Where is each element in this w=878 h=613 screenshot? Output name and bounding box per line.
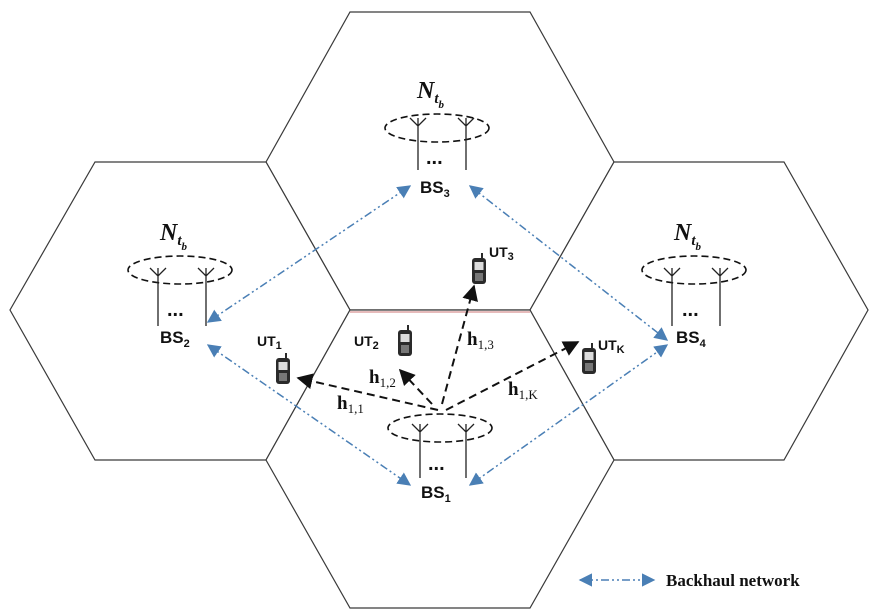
antenna-icon	[409, 117, 427, 170]
channel-label-h12: h1,2	[369, 367, 396, 390]
antenna-count-label: Ntb	[673, 220, 702, 253]
bs4-label: BS4	[676, 328, 707, 350]
backhaul-links	[206, 185, 669, 486]
user-terminal-ut2: UT2	[354, 325, 412, 356]
phone-icon	[582, 343, 596, 374]
legend: Backhaul network	[578, 571, 800, 590]
phone-icon	[472, 253, 486, 284]
antenna-dots: ...	[428, 453, 445, 475]
base-station-bs3: ... BS3	[384, 113, 490, 200]
antenna-dots: ...	[167, 299, 184, 321]
antenna-icon	[197, 267, 215, 326]
base-station-bs4: ... BS4	[641, 255, 747, 350]
antenna-icon	[457, 423, 475, 478]
antenna-count-label: Ntb	[416, 78, 445, 111]
antenna-icon	[663, 267, 681, 326]
antenna-array-ellipse	[127, 255, 233, 285]
link-bs1-ut1	[296, 373, 439, 411]
channel-label-h13: h1,3	[467, 329, 494, 352]
bs2-label: BS2	[160, 328, 190, 350]
phone-icon	[398, 325, 412, 356]
channel-label-h11: h1,1	[337, 393, 364, 416]
bs1-label: BS1	[421, 483, 451, 505]
antenna-dots: ...	[682, 299, 699, 321]
ut1-label: UT1	[257, 333, 282, 352]
antenna-icon	[149, 267, 167, 326]
user-terminal-utk: UTK	[582, 337, 625, 374]
phone-icon	[276, 353, 290, 384]
channel-label-h1k: h1,K	[508, 379, 538, 402]
antenna-count-label: Ntb	[159, 220, 188, 253]
base-station-bs1: ... BS1	[387, 413, 493, 505]
backhaul-bs2-bs1	[206, 344, 412, 486]
channel-links	[296, 284, 580, 411]
antenna-array-ellipse	[384, 113, 490, 143]
antenna-count-labels: Ntb Ntb Ntb	[159, 78, 702, 253]
link-bs1-utk	[445, 341, 580, 411]
legend-label: Backhaul network	[666, 571, 800, 590]
channel-labels: h1,1 h1,2 h1,3 h1,K	[337, 329, 538, 416]
utk-label: UTK	[598, 337, 625, 356]
backhaul-bs4-bs1	[468, 344, 669, 486]
backhaul-bs2-bs3	[206, 185, 412, 323]
antenna-array-ellipse	[387, 413, 493, 443]
antenna-dots: ...	[426, 147, 443, 169]
antenna-icon	[457, 117, 475, 170]
user-terminal-ut3: UT3	[472, 244, 514, 284]
user-terminal-ut1: UT1	[257, 333, 290, 384]
bs3-label: BS3	[420, 178, 450, 200]
link-bs1-ut3	[441, 284, 478, 405]
ut2-label: UT2	[354, 333, 379, 352]
ut3-label: UT3	[489, 244, 514, 263]
antenna-icon	[711, 267, 729, 326]
link-bs1-ut2	[398, 368, 433, 405]
base-station-bs2: ... BS2	[127, 255, 233, 350]
antenna-icon	[411, 423, 429, 478]
antenna-array-ellipse	[641, 255, 747, 285]
